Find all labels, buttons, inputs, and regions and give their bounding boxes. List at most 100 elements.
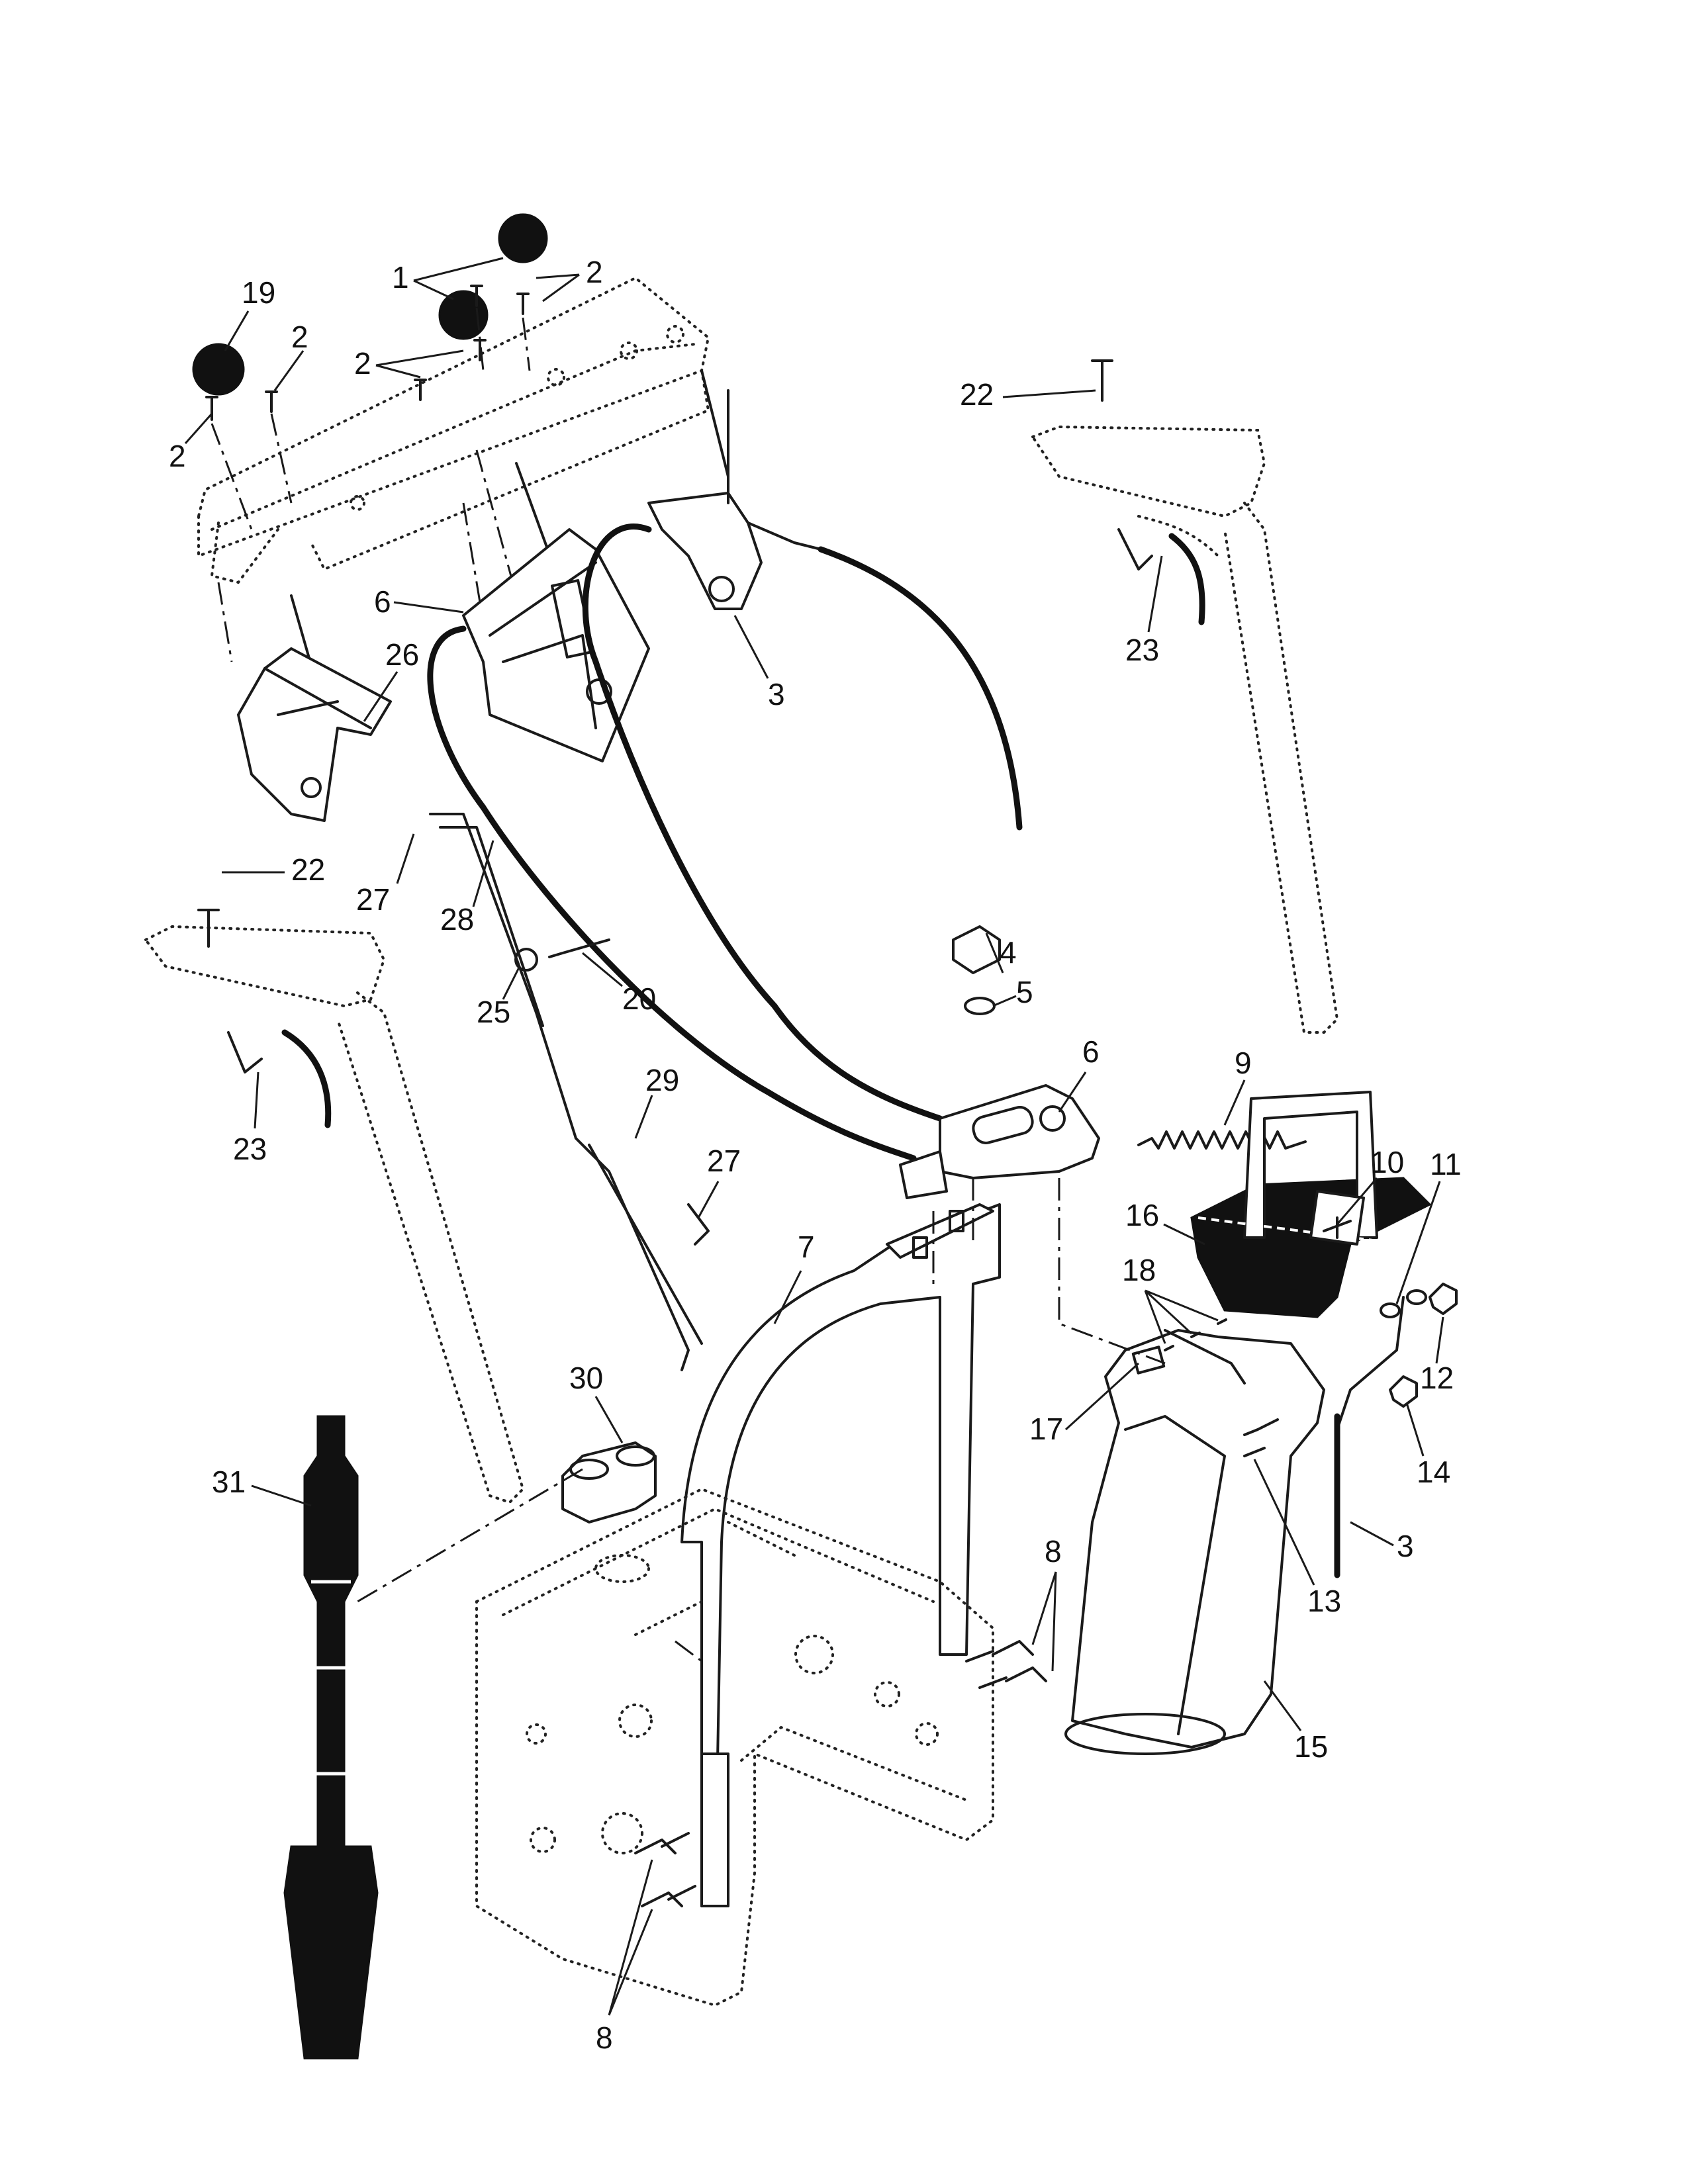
svg-text:7: 7	[798, 1230, 815, 1264]
svg-text:18: 18	[1122, 1253, 1156, 1287]
callout-8: 8	[596, 1859, 653, 2055]
callout-6: 6	[374, 584, 464, 619]
svg-text:2: 2	[354, 346, 371, 381]
svg-text:6: 6	[1082, 1034, 1100, 1069]
callout-10: 10	[1336, 1145, 1404, 1225]
shift-rod-29	[575, 1137, 710, 1371]
spring-9	[1137, 1130, 1307, 1150]
callout-25: 25	[477, 966, 521, 1029]
callout-26: 26	[363, 637, 419, 722]
upper-handle-panel	[197, 276, 710, 584]
callout-1: 1	[392, 257, 504, 300]
svg-text:9: 9	[1235, 1046, 1252, 1080]
bolts-8-right	[965, 1640, 1047, 1689]
frame-7	[680, 1203, 1001, 1907]
svg-text:20: 20	[622, 981, 656, 1016]
washer-5	[964, 997, 996, 1015]
callout-29: 29	[634, 1063, 679, 1139]
svg-text:11: 11	[1430, 1147, 1462, 1181]
callout-4: 4	[985, 933, 1017, 974]
fasteners-10-14	[1243, 1216, 1458, 1457]
svg-text:19: 19	[242, 275, 275, 310]
svg-text:13: 13	[1307, 1584, 1341, 1618]
callout-9: 9	[1223, 1046, 1252, 1126]
callout-2: 2	[536, 255, 603, 302]
callout-20: 20	[582, 952, 656, 1016]
control-cables	[427, 523, 1023, 1161]
callout-23: 23	[233, 1071, 267, 1166]
shift-rod-28	[429, 813, 610, 1140]
svg-text:28: 28	[440, 902, 474, 936]
svg-text:8: 8	[596, 2021, 613, 2055]
svg-text:15: 15	[1294, 1729, 1328, 1764]
knob-top-right	[498, 213, 548, 263]
svg-text:8: 8	[1045, 1534, 1062, 1569]
callout-30: 30	[569, 1361, 624, 1443]
callout-23: 23	[1125, 555, 1163, 667]
svg-text:25: 25	[477, 995, 510, 1029]
svg-text:2: 2	[586, 255, 603, 289]
chute-deflector-16	[1190, 1091, 1432, 1318]
callout-15: 15	[1263, 1680, 1328, 1764]
chute-crank-bracket	[462, 528, 650, 762]
callout-18: 18	[1122, 1253, 1219, 1344]
callout-7: 7	[773, 1230, 815, 1324]
callout-13: 13	[1253, 1459, 1341, 1618]
svg-text:3: 3	[1397, 1529, 1414, 1563]
callout-11: 11	[1395, 1147, 1462, 1304]
callout-14: 14	[1405, 1402, 1450, 1489]
shift-lever-3	[647, 389, 822, 610]
shift-bracket-26	[237, 647, 392, 822]
callout-22: 22	[960, 377, 1096, 412]
svg-text:10: 10	[1370, 1145, 1404, 1179]
clip-30	[561, 1441, 657, 1524]
cable-end-3	[1334, 1296, 1405, 1578]
callout-5: 5	[992, 975, 1033, 1009]
callout-31: 31	[212, 1465, 312, 1507]
right-handle	[1030, 359, 1339, 1034]
callout-16: 16	[1125, 1198, 1205, 1246]
svg-text:22: 22	[960, 377, 994, 412]
svg-text:3: 3	[768, 677, 785, 711]
svg-text:12: 12	[1420, 1361, 1454, 1395]
svg-text:23: 23	[1125, 633, 1159, 667]
auger-housing	[475, 1487, 994, 2007]
bolts-8-left	[634, 1832, 696, 1907]
callout-27: 27	[697, 1144, 741, 1218]
knob-top-middle	[438, 290, 489, 340]
svg-text:2: 2	[291, 320, 308, 354]
callout-28: 28	[440, 840, 494, 936]
svg-text:27: 27	[707, 1144, 741, 1178]
chute-bracket-6	[899, 1084, 1100, 1199]
callout-2: 2	[169, 413, 213, 473]
knob-19	[192, 343, 245, 396]
screws-top	[205, 285, 531, 530]
svg-text:2: 2	[169, 439, 186, 473]
callout-3: 3	[733, 615, 785, 711]
svg-text:22: 22	[291, 852, 325, 887]
clearing-tool-31	[283, 1415, 379, 2060]
callout-17: 17	[1029, 1362, 1140, 1446]
callout-19: 19	[224, 275, 275, 351]
callout-3: 3	[1350, 1521, 1414, 1563]
svg-text:4: 4	[1000, 935, 1017, 970]
callout-27: 27	[356, 833, 415, 917]
svg-text:1: 1	[392, 260, 409, 295]
callout-2: 2	[354, 346, 464, 381]
discharge-chute-15	[1064, 1329, 1325, 1755]
left-handle	[143, 909, 525, 1504]
svg-text:14: 14	[1417, 1455, 1450, 1489]
svg-text:16: 16	[1125, 1198, 1159, 1232]
svg-text:27: 27	[356, 882, 390, 917]
callout-12: 12	[1420, 1316, 1454, 1395]
svg-text:6: 6	[374, 584, 391, 619]
svg-text:26: 26	[385, 637, 419, 672]
svg-text:23: 23	[233, 1132, 267, 1166]
svg-text:17: 17	[1029, 1412, 1063, 1446]
svg-text:31: 31	[212, 1465, 246, 1499]
callout-22: 22	[222, 852, 325, 887]
callout-6: 6	[1058, 1034, 1100, 1113]
assembly-lines	[357, 1178, 1166, 1662]
callout-8: 8	[1031, 1534, 1062, 1672]
